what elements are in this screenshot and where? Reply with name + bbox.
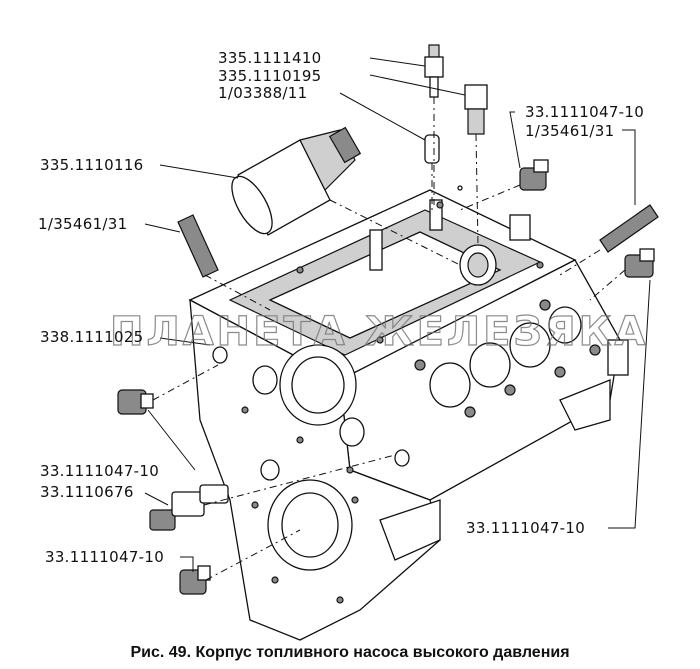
part-plug-right-top xyxy=(519,159,549,191)
label-1-35461-31-left: 1/35461/31 xyxy=(38,215,127,233)
label-33-1111047-10-right-top: 33.1111047-10 xyxy=(525,103,644,121)
watermark-text: ПЛАНЕТА ЖЕЛЕЗЯКА xyxy=(110,309,648,355)
assembly-axis-lines xyxy=(152,97,626,581)
part-fitting-335-1111410 xyxy=(424,44,444,98)
part-bushing-335-1110195 xyxy=(464,84,488,135)
part-labels: 335.1111410 335.1110195 1/03388/11 335.1… xyxy=(38,49,644,566)
label-338-1111025: 338.1111025 xyxy=(40,328,144,346)
figure-caption: Рис. 49. Корпус топливного насоса высоко… xyxy=(130,644,570,661)
label-335-1110195: 335.1110195 xyxy=(218,67,322,85)
label-33-1110676: 33.1110676 xyxy=(40,483,134,501)
part-plug-left-lower xyxy=(179,565,211,595)
label-335-1110116: 335.1110116 xyxy=(40,156,144,174)
label-1-35461-31-right: 1/35461/31 xyxy=(525,122,614,140)
label-33-1111047-10-left-lower: 33.1111047-10 xyxy=(45,548,164,566)
part-plug-right-middle xyxy=(624,248,655,278)
part-union-33-1110676 xyxy=(149,484,229,531)
part-sleeve-335-1110116 xyxy=(231,126,362,236)
label-335-1111410: 335.1111410 xyxy=(218,49,322,67)
label-33-1111047-10-right-bottom: 33.1111047-10 xyxy=(466,519,585,537)
part-pin-1-03388-11 xyxy=(424,134,440,164)
label-1-03388-11: 1/03388/11 xyxy=(218,84,307,102)
pump-housing xyxy=(188,185,629,641)
part-stud-left-1-35461-31 xyxy=(177,214,219,278)
part-plug-left-upper xyxy=(117,389,154,415)
part-stud-right-1-35461-31 xyxy=(599,204,659,253)
label-33-1111047-10-left-upper: 33.1111047-10 xyxy=(40,462,159,480)
leader-lines xyxy=(144,57,651,572)
